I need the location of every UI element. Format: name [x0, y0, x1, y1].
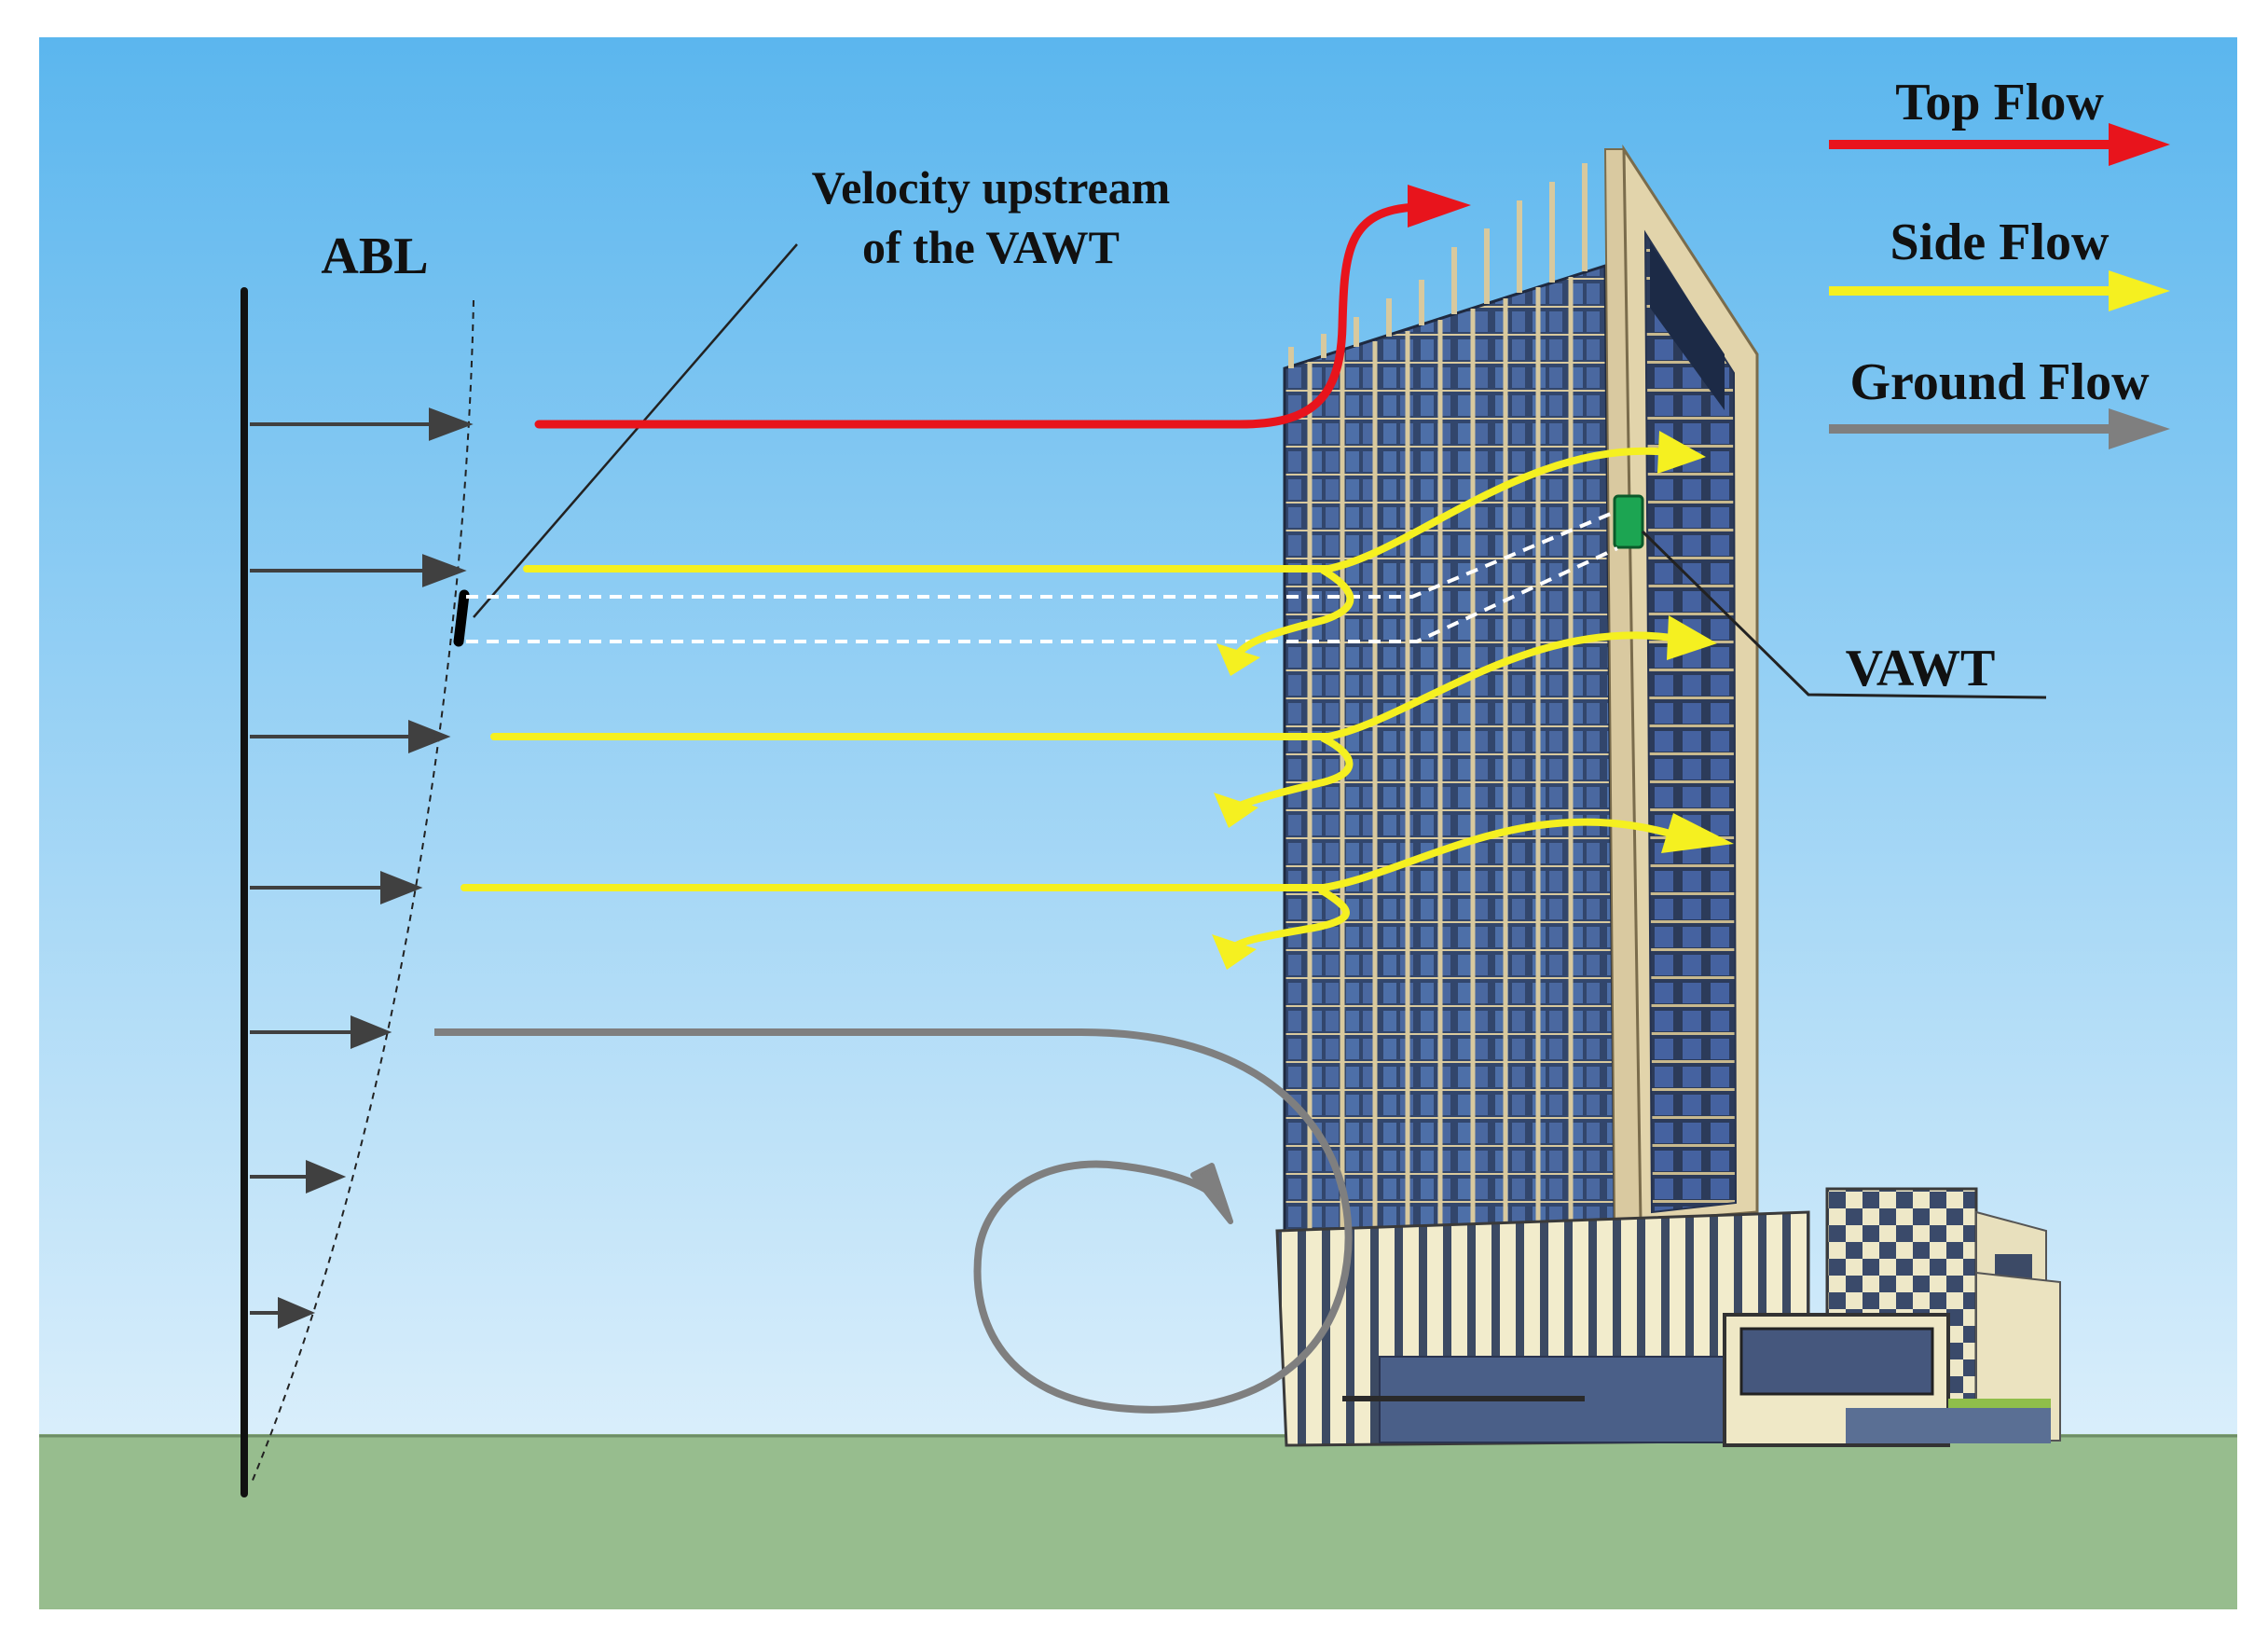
legend-side-flow-arrowhead	[2109, 270, 2170, 311]
velocity-leader-line	[473, 243, 798, 618]
abl-profile	[241, 287, 474, 1497]
legend-ground-flow-arrowhead	[2109, 408, 2170, 449]
velocity-upstream-label-line1: Velocity upstream	[812, 161, 1171, 214]
building-icon	[1275, 144, 2061, 1447]
legend-ground-flow-label: Ground Flow	[1849, 353, 2150, 411]
vawt-label: VAWT	[1846, 640, 1996, 697]
ground-flow-arrow	[434, 1028, 1353, 1414]
side-flow-arrowheads	[1212, 431, 1734, 970]
legend-top-flow-label: Top Flow	[1895, 74, 2104, 131]
upstream-velocity-marker	[453, 589, 470, 647]
legend-top-flow-arrowhead	[2109, 123, 2170, 166]
vawt-turbine-icon	[1613, 494, 1644, 549]
top-flow-arrow	[534, 185, 1471, 429]
abl-label: ABL	[321, 228, 428, 285]
legend: Top Flow Side Flow Ground Flow	[1829, 74, 2170, 449]
legend-side-flow-label: Side Flow	[1890, 214, 2110, 271]
ground	[39, 1434, 2237, 1609]
velocity-upstream-label-line2: of the VAWT	[862, 221, 1120, 273]
vawt-leader-line	[1641, 530, 2047, 699]
side-flow-arrows	[460, 447, 1686, 955]
capture-lines	[466, 509, 1618, 643]
